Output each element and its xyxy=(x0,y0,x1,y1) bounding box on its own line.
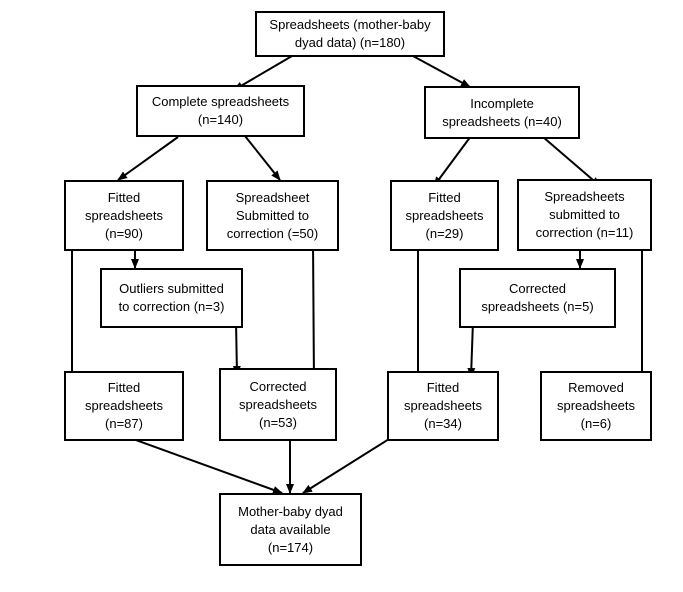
node-corrected-spreadsheets-5: Corrected spreadsheets (n=5) xyxy=(459,268,616,328)
node-label-line: spreadsheets xyxy=(556,398,636,413)
edge-arrow-n1-n4 xyxy=(244,135,281,181)
node-label-line: Corrected xyxy=(249,378,307,394)
edge-arrow-n2-n6 xyxy=(542,136,601,187)
node-label-line: Corrected xyxy=(508,281,567,296)
node-label-line: (n=34) xyxy=(424,416,462,431)
node-label-line: data available xyxy=(250,521,331,537)
node-outliers-submitted: Outliers submitted to correction (n=3) xyxy=(100,268,243,328)
node-label-line: Spreadsheets (mother-baby xyxy=(269,17,431,32)
node-incomplete-spreadsheets: Incomplete spreadsheets (n=40) xyxy=(424,86,580,139)
node-label-line: Fitted xyxy=(107,380,141,395)
node-label-line: Spreadsheets xyxy=(544,189,625,204)
node-label-line: Fitted xyxy=(428,189,461,205)
node-label-line: submitted to xyxy=(549,207,620,222)
node-label-line: spreadsheets (n=5) xyxy=(481,299,594,314)
node-label-line: Mother-baby dyad xyxy=(238,503,343,519)
node-label-line: spreadsheets xyxy=(403,398,483,413)
node-label-line: spreadsheets (n=40) xyxy=(442,113,562,129)
node-label-line: Submitted to xyxy=(236,207,309,223)
node-label-line: spreadsheets xyxy=(238,396,318,412)
node-label-line: (n=90) xyxy=(105,225,143,241)
node-spreadsheets-submitted-11: Spreadsheets submitted to correction (n=11… xyxy=(517,179,652,251)
node-corrected-spreadsheets-53: Corrected spreadsheets (n=53) xyxy=(219,368,337,441)
node-label-line: (n=174) xyxy=(267,539,314,555)
node-label-line: dyad data) (n=180) xyxy=(294,35,406,50)
node-label-line: Complete spreadsheets xyxy=(151,94,290,109)
edge-arrow-n7-n10 xyxy=(232,320,241,376)
node-spreadsheets-total: Spreadsheets (mother-baby dyad data) (n=1… xyxy=(255,11,445,57)
node-label-line: to correction (n=3) xyxy=(118,299,225,314)
node-label-line: Removed xyxy=(568,380,624,395)
node-label-line: spreadsheets xyxy=(405,207,484,223)
node-label-line: (n=29) xyxy=(425,225,464,241)
node-label-line: spreadsheets xyxy=(84,398,164,413)
edge-arrow-n0-n1 xyxy=(233,55,293,91)
node-complete-spreadsheets: Complete spreadsheets (n=140) xyxy=(136,85,305,137)
node-label-line: (n=53) xyxy=(259,414,297,430)
node-label-line: (n=140) xyxy=(197,112,244,127)
node-label-line: (n=6) xyxy=(580,416,612,431)
node-label-line: spreadsheets xyxy=(84,207,164,223)
node-fitted-spreadsheets-90: Fitted spreadsheets (n=90) xyxy=(64,180,184,251)
node-label-line: Fitted xyxy=(426,380,460,395)
node-label-line: Incomplete xyxy=(470,95,534,111)
node-label-line: Fitted xyxy=(107,189,141,205)
node-label-line: Spreadsheet xyxy=(235,189,310,205)
node-fitted-spreadsheets-29: Fitted spreadsheets (n=29) xyxy=(390,180,499,251)
node-label-line: (n=87) xyxy=(105,416,143,431)
edge-arrow-n8-n11 xyxy=(467,320,476,378)
edge-arrow-n1-n3 xyxy=(117,136,179,181)
edge-arrow-n9-n13 xyxy=(121,434,283,494)
node-fitted-spreadsheets-87: Fitted spreadsheets (n=87) xyxy=(64,371,184,441)
node-label-line: correction (=50) xyxy=(226,225,319,241)
edge-arrow-n4-n10 xyxy=(309,240,318,385)
node-label-line: correction (n=11) xyxy=(535,225,634,240)
edge-arrow-n2-n5 xyxy=(433,135,472,187)
node-data-available: Mother-baby dyad data available (n=174) xyxy=(219,493,362,566)
edge-arrow-n0-n2 xyxy=(412,55,471,88)
node-label-line: Outliers submitted xyxy=(119,281,224,296)
node-fitted-spreadsheets-34: Fitted spreadsheets (n=34) xyxy=(387,371,499,441)
node-removed-spreadsheets: Removed spreadsheets (n=6) xyxy=(540,371,652,441)
